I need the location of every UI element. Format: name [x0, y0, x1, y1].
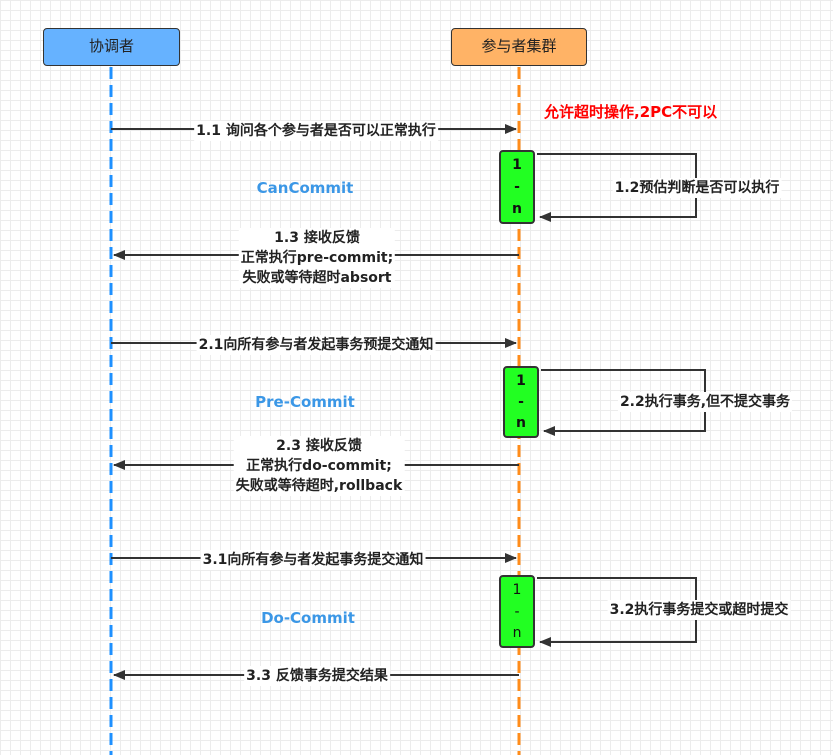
- response-1-line-3: 失败或等待超时absort: [242, 270, 392, 286]
- activation-1-top: 1: [512, 157, 522, 173]
- self-call-label-1: 1.2预估判断是否可以执行: [612, 178, 782, 198]
- cohort-box: 参与者集群: [451, 28, 587, 66]
- phase-label-cancommit: CanCommit: [256, 179, 354, 197]
- activation-2-mid: -: [518, 394, 524, 410]
- response-2-line-1: 2.3 接收反馈: [276, 438, 362, 454]
- activation-3-mid: -: [514, 603, 520, 620]
- self-call-label-2: 2.2执行事务,但不提交事务: [617, 392, 793, 412]
- request-label-1: 1.1 询问各个参与者是否可以正常执行: [194, 121, 438, 141]
- response-1-line-2: 正常执行pre-commit;: [240, 250, 394, 266]
- activation-box-3: 1 - n: [499, 575, 535, 648]
- self-call-label-3: 3.2执行事务提交或超时提交: [607, 600, 791, 620]
- response-2-line-2: 正常执行do-commit;: [246, 458, 392, 474]
- activation-1-bottom: n: [512, 201, 522, 217]
- activation-box-1: 1 - n: [499, 150, 535, 224]
- activation-3-bottom: n: [512, 625, 522, 641]
- activation-1-mid: -: [514, 179, 520, 195]
- response-1-line-1: 1.3 接收反馈: [274, 230, 360, 246]
- request-label-3: 3.1向所有参与者发起事务提交通知: [200, 550, 426, 570]
- activation-box-2: 1 - n: [503, 366, 539, 438]
- response-3-line-1: 3.3 反馈事务提交结果: [246, 668, 388, 684]
- cohort-label: 参与者集群: [481, 37, 557, 55]
- response-label-1: 1.3 接收反馈 正常执行pre-commit; 失败或等待超时absort: [238, 228, 396, 288]
- activation-2-bottom: n: [516, 415, 526, 431]
- response-2-line-3: 失败或等待超时,rollback: [235, 478, 403, 494]
- phase-label-docommit: Do-Commit: [261, 609, 355, 627]
- phase-label-precommit: Pre-Commit: [255, 393, 355, 411]
- request-label-2: 2.1向所有参与者发起事务预提交通知: [196, 335, 436, 355]
- timeout-note: 允许超时操作,2PC不可以: [544, 103, 718, 121]
- response-label-3: 3.3 反馈事务提交结果: [244, 666, 390, 686]
- coordinator-box: 协调者: [43, 28, 180, 66]
- response-label-2: 2.3 接收反馈 正常执行do-commit; 失败或等待超时,rollback: [233, 436, 405, 496]
- activation-2-top: 1: [516, 373, 526, 389]
- coordinator-label: 协调者: [88, 37, 134, 55]
- activation-3-top: 1: [512, 582, 522, 598]
